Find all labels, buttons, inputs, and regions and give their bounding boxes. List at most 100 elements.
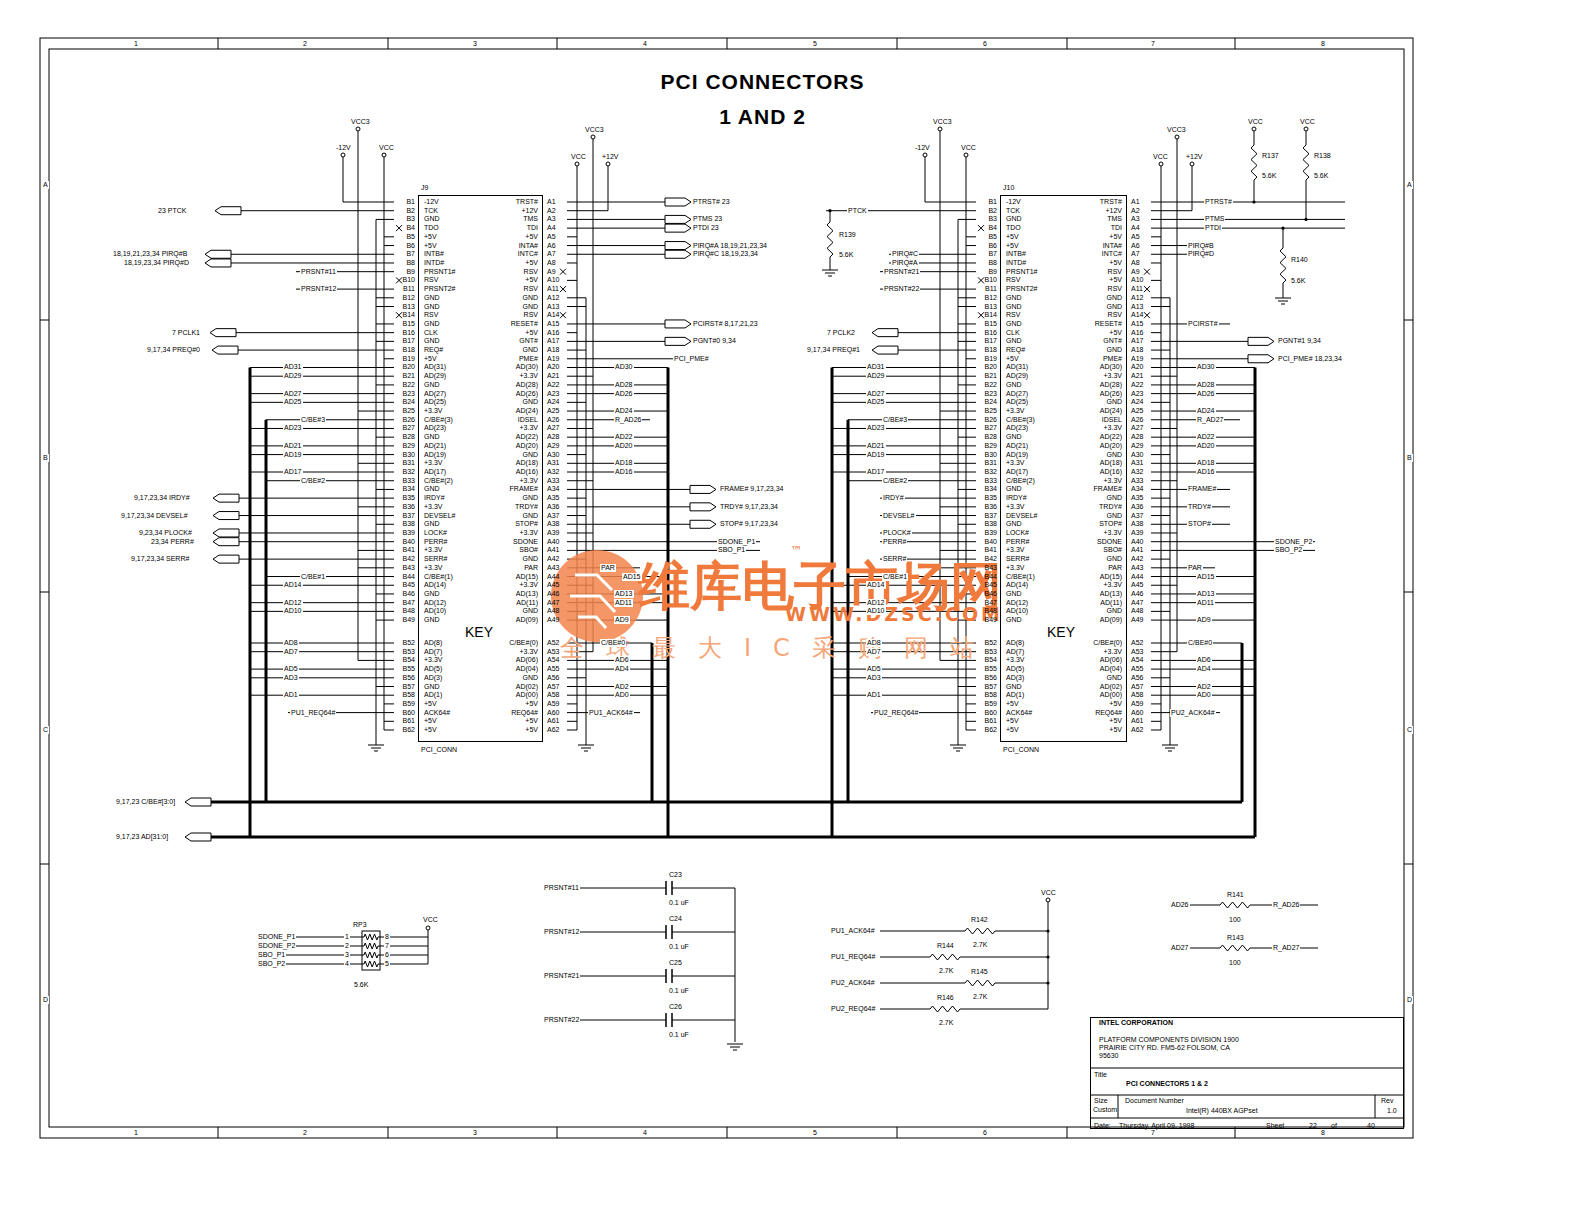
wire	[250, 402, 394, 403]
wire	[1151, 677, 1170, 678]
signal-label: AD19	[866, 451, 886, 459]
title-block-line	[1090, 1095, 1404, 1096]
pin-number: A2	[547, 207, 556, 215]
pin-number: A62	[1131, 726, 1143, 734]
pin-number: A60	[547, 709, 559, 717]
pin-name: AD(21)	[424, 442, 446, 450]
pin-number: B10	[403, 276, 415, 284]
ground-symbol	[581, 748, 591, 749]
pin-name: +3.3V	[520, 529, 539, 537]
pin-name: +3.3V	[1104, 529, 1123, 537]
signal-label: 0.1 uF	[668, 899, 690, 907]
signal-label: 7	[1150, 1129, 1156, 1137]
pin-number: A28	[1131, 433, 1143, 441]
signal-label: AD15	[622, 573, 642, 581]
pin-name: GND	[1006, 303, 1022, 311]
signal-label: AD7	[866, 648, 882, 656]
signal-label: 2.7K	[938, 1019, 954, 1027]
power-symbol	[923, 153, 927, 157]
signal-label: C26	[668, 1003, 683, 1011]
wire	[376, 686, 394, 687]
signal-label: PRSNT#11	[300, 268, 337, 276]
title-block-line	[1118, 1095, 1119, 1118]
title-block-text: PCI CONNECTORS 1 & 2	[1126, 1080, 1208, 1088]
port-symbol	[212, 346, 238, 354]
pin-name: INTA#	[519, 242, 538, 250]
pin-number: A42	[547, 555, 559, 563]
frame-tick	[557, 1127, 558, 1138]
pin-number: A9	[1131, 268, 1140, 276]
pin-name: AD(30)	[516, 363, 538, 371]
wire	[343, 202, 394, 203]
signal-label: 3	[472, 40, 478, 48]
pin-number: A18	[1131, 346, 1143, 354]
pin-number: B4	[988, 224, 997, 232]
wire	[1151, 280, 1161, 281]
pin-number: A12	[1131, 294, 1143, 302]
pin-name: DEVSEL#	[1006, 512, 1038, 520]
pin-name: C/BE#(3)	[424, 416, 453, 424]
ground-symbol	[730, 1047, 740, 1048]
port-symbol	[690, 520, 716, 528]
pin-name: TCK	[1006, 207, 1020, 215]
signal-label: PTMS 23	[692, 215, 723, 223]
pin-number: A61	[547, 717, 559, 725]
pin-number: B58	[403, 691, 415, 699]
wire	[384, 721, 394, 722]
wire	[376, 620, 394, 621]
pin-number: A5	[547, 233, 556, 241]
pin-number: A61	[1131, 717, 1143, 725]
pin-name: SDONE	[513, 538, 538, 546]
signal-label: B	[42, 454, 49, 462]
pin-number: B29	[985, 442, 997, 450]
pin-name: GND	[522, 512, 538, 520]
pin-name: AD(30)	[1100, 363, 1122, 371]
wire	[960, 957, 1048, 958]
pin-name: RSV	[524, 311, 538, 319]
wire	[1283, 283, 1284, 298]
frame-tick	[40, 320, 49, 321]
wire	[1177, 139, 1178, 652]
pin-number: A6	[547, 242, 556, 250]
pin-number: B1	[988, 198, 997, 206]
pin-number: A26	[547, 416, 559, 424]
title-block-text: Title	[1094, 1071, 1107, 1079]
pin-name: INTD#	[1006, 259, 1026, 267]
wire	[1151, 402, 1170, 403]
port-symbol	[1248, 337, 1274, 345]
signal-label: DEVSEL#	[882, 512, 916, 520]
signal-label: 9,17,23,34 SERR#	[130, 555, 190, 563]
no-connect-mark	[1144, 286, 1150, 292]
bus-line	[249, 367, 252, 837]
wire	[832, 402, 976, 403]
pin-number: A13	[547, 303, 559, 311]
pci-connector: J9KEYPCI_CONNB1-12VTRST#A1B2TCK+12VA2B3G…	[418, 195, 543, 742]
wire	[567, 254, 665, 255]
pin-name: TCK	[424, 207, 438, 215]
pin-name: INTB#	[424, 250, 444, 258]
pin-number: B21	[403, 372, 415, 380]
pin-name: TDI	[527, 224, 538, 232]
wire	[832, 376, 976, 377]
signal-label: AD0	[614, 691, 630, 699]
wire	[1151, 297, 1170, 298]
pin-number: A35	[547, 494, 559, 502]
signal-label: IRDY#	[882, 494, 905, 502]
ground-symbol	[1162, 745, 1178, 746]
signal-label: AD20	[614, 442, 634, 450]
pin-name: TDI	[1111, 224, 1122, 232]
wire	[848, 480, 976, 481]
pin-name: AD(20)	[516, 442, 538, 450]
signal-label: 4	[642, 40, 648, 48]
signal-label: SBO_P1	[717, 546, 746, 554]
pin-number: B52	[403, 639, 415, 647]
pin-name: RESET#	[511, 320, 538, 328]
signal-label: AD25	[283, 398, 303, 406]
pin-number: B43	[985, 564, 997, 572]
pin-number: A46	[547, 590, 559, 598]
no-connect-mark	[978, 225, 984, 231]
wire	[832, 454, 976, 455]
signal-label: AD21	[283, 442, 303, 450]
capacitor-symbol	[665, 925, 667, 939]
pin-number: B42	[985, 555, 997, 563]
